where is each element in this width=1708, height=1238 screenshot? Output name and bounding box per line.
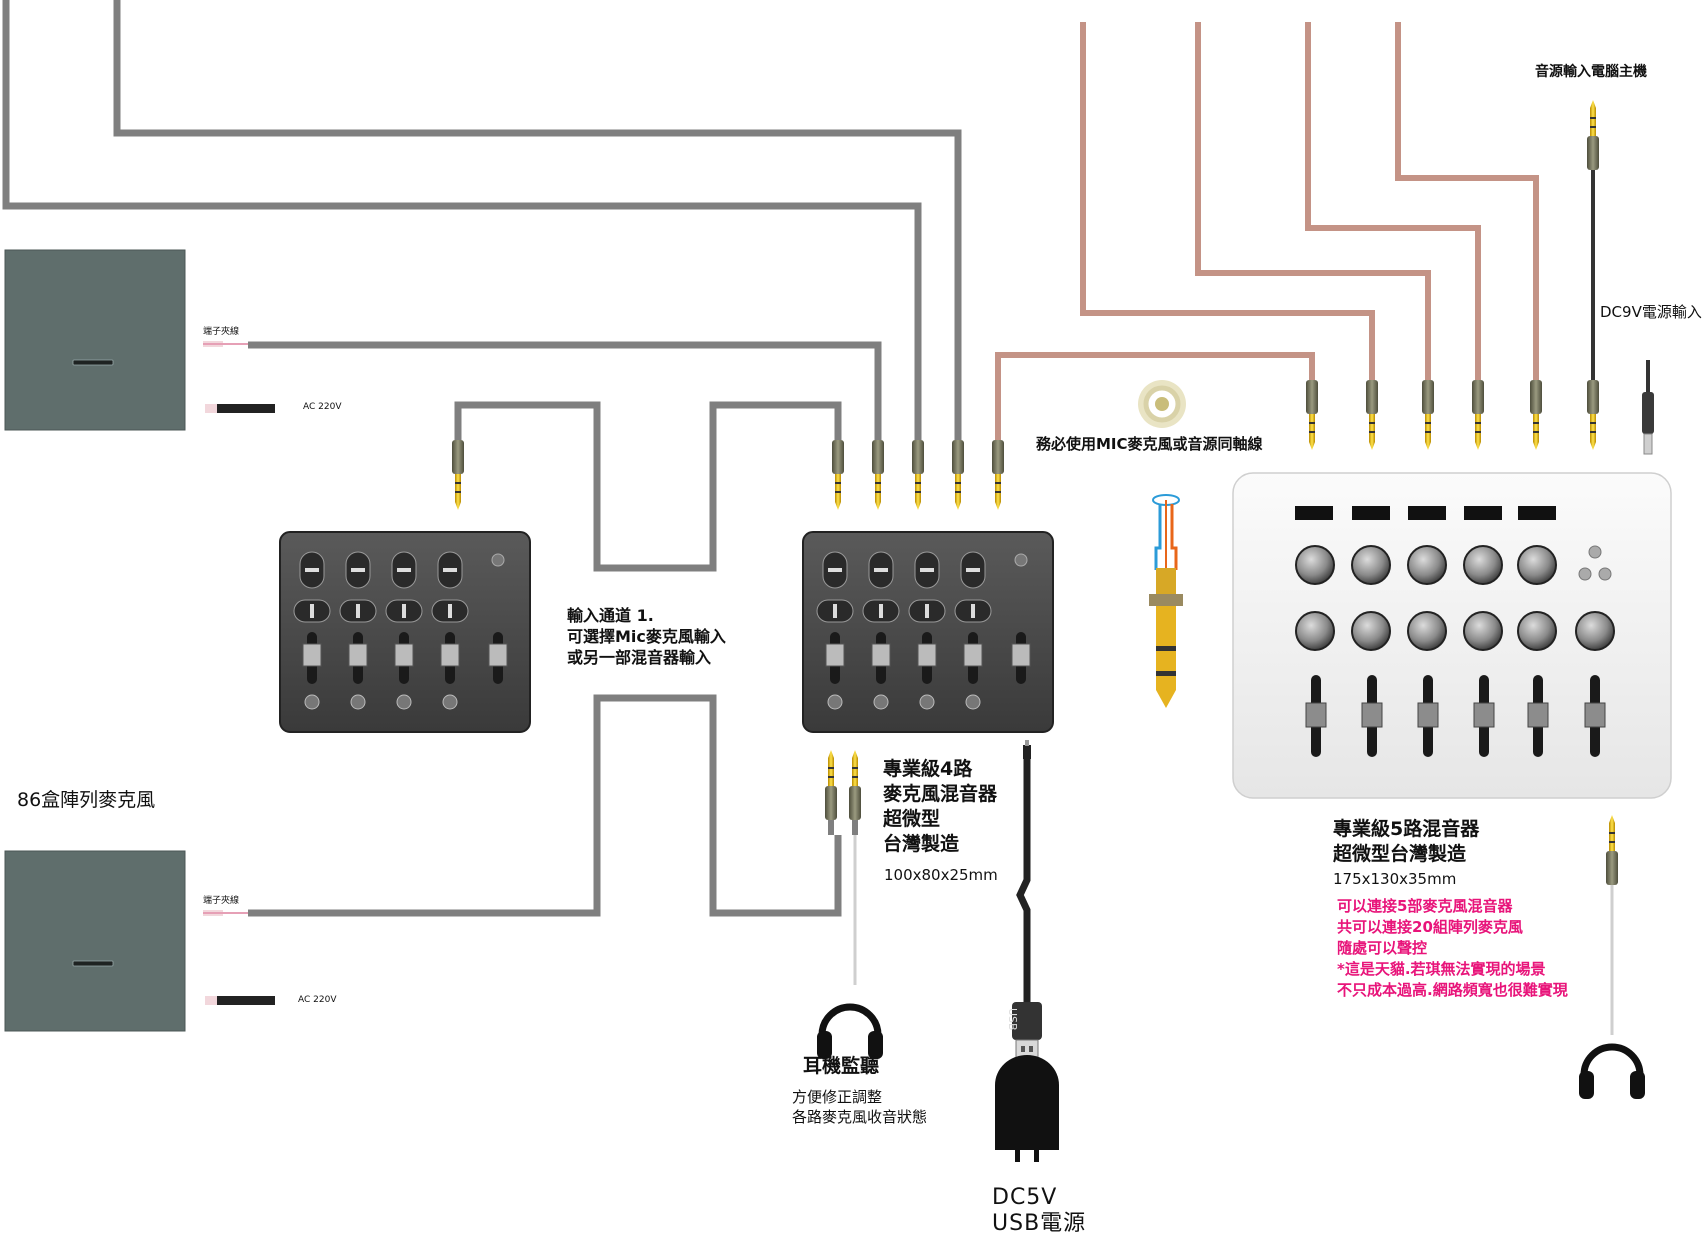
mixer5-note-3: 隨處可以聲控 <box>1337 939 1428 957</box>
coax-cables <box>995 22 1539 440</box>
knobs-row-2 <box>1295 611 1615 651</box>
headphone-monitor-line1: 方便修正調整 <box>792 1088 883 1106</box>
power-cord <box>205 404 275 413</box>
channel-strips <box>816 551 1031 710</box>
coax-4 <box>1395 22 1539 380</box>
mixer5-line1: 專業級5路混音器 <box>1333 818 1480 840</box>
faders <box>1305 675 1606 757</box>
mixer5-size: 175x130x35mm <box>1333 870 1457 888</box>
mixer4-right <box>802 531 1054 733</box>
mixer4-line1: 專業級4路 <box>883 758 973 780</box>
mic-slot <box>72 960 114 967</box>
dc9v-label: DC9V電源輸入 <box>1600 303 1702 321</box>
clip-label-bottom: 端子夾線 <box>203 896 240 906</box>
level-displays <box>1295 506 1556 520</box>
usb-plug <box>1012 1002 1042 1040</box>
mixer4-line4: 台灣製造 <box>883 833 960 855</box>
coax-icon <box>1138 380 1186 428</box>
mixer5-note-2: 共可以連接20組陣列麥克風 <box>1337 918 1523 936</box>
headphone-monitor-line2: 各路麥克風收音狀態 <box>792 1108 928 1126</box>
coax-plug-detail <box>1149 494 1183 708</box>
mixer5 <box>1232 472 1672 799</box>
headphone-icon-right <box>1579 1043 1645 1099</box>
usb-cable <box>1012 740 1042 1063</box>
coax-mixer4-to-mixer5 <box>995 352 1315 440</box>
input-channel-line1: 輸入通道 1. <box>567 606 654 625</box>
mic-box-bottom <box>4 850 275 1032</box>
coax-2 <box>1195 22 1431 380</box>
headphone-cable-left <box>825 750 861 985</box>
cable-far-left <box>2 0 922 440</box>
gray-cables <box>2 0 962 917</box>
clip-label-top: 端子夾線 <box>203 327 240 337</box>
power-label-bottom: AC 220V <box>298 995 337 1005</box>
power-adapter <box>995 1055 1059 1162</box>
pc-input-label: 音源輸入電腦主機 <box>1535 64 1647 80</box>
mic-slot <box>72 359 114 366</box>
pc-plug <box>1587 100 1599 170</box>
mixer4-size: 100x80x25mm <box>884 866 998 884</box>
mixer5-note-1: 可以連接5部麥克風混音器 <box>1337 897 1513 915</box>
mixer4-line2: 麥克風混音器 <box>883 783 998 805</box>
mixer5-line2: 超微型台灣製造 <box>1333 843 1467 865</box>
mic-array-label: 86盒陣列麥克風 <box>17 789 156 811</box>
headphone-monitor-title: 耳機監聽 <box>803 1055 880 1077</box>
indicator-leds <box>1578 545 1612 581</box>
mixer4-line3: 超微型 <box>883 808 941 830</box>
plugs-down <box>452 380 1599 510</box>
dc9v-plug <box>1642 360 1654 455</box>
power-cord <box>205 996 275 1005</box>
power-label-top: AC 220V <box>303 402 342 412</box>
mixer5-note-5: 不只成本過高.網路頻寬也很難實現 <box>1337 981 1568 999</box>
coax-1 <box>1080 22 1375 380</box>
headphone-cable-right <box>1606 815 1618 1035</box>
cable-bottom-mic-box <box>248 694 842 917</box>
coax-3 <box>1305 22 1481 380</box>
mixer4-left <box>279 531 531 733</box>
mixer5-note-4: *這是天貓.若琪無法實現的場景 <box>1337 960 1546 978</box>
input-channel-line3: 或另一部混音器輸入 <box>567 648 712 667</box>
knobs-row-1 <box>1295 545 1557 585</box>
cable-mixer-link <box>454 401 842 572</box>
cable-top-mic-box <box>248 341 882 440</box>
headphone-icon <box>817 1003 883 1059</box>
mic-box-top <box>4 249 275 431</box>
input-channel-line2: 可選擇Mic麥克風輸入 <box>567 627 726 646</box>
coax-note: 務必使用MIC麥克風或音源同軸線 <box>1036 435 1263 453</box>
usb-power-line2: USB電源 <box>992 1211 1087 1236</box>
channel-strips <box>293 551 508 710</box>
usb-mark: USB <box>1006 1008 1019 1031</box>
cable-left <box>113 0 962 440</box>
usb-power-line1: DC5V <box>992 1185 1058 1210</box>
